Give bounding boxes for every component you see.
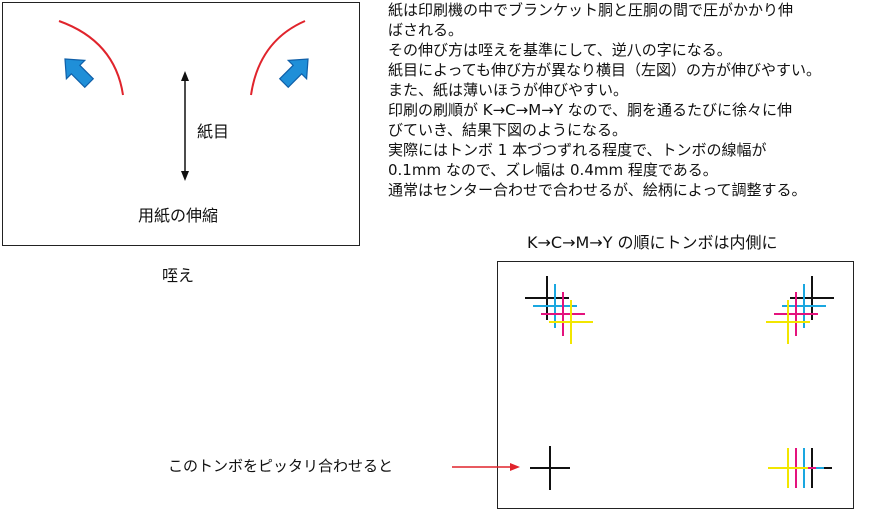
note-line: 実際にはトンボ 1 本づつずれる程度で、トンボの線幅が [388,141,767,159]
arrow-up-left-icon [64,58,95,89]
note-line: その伸び方は咥えを基準にして、逆八の字になる。 [388,41,732,59]
paper-stretch-diagram [2,2,360,246]
stretch-arc-right [250,20,306,96]
note-line: 通常はセンター合わせで合わせるが、絵柄によって調整する。 [388,181,807,199]
stretch-arc-left [58,20,124,96]
note-line: また、紙は薄いほうが伸びやすい。 [388,81,629,99]
grain-double-arrow-icon [181,71,189,181]
gripper-label: 咥え [162,266,195,285]
explanation-notes: 紙は印刷機の中でブランケット胴と圧胴の間で圧がかかり伸 ばされる。 その伸び方は… [388,0,821,200]
register-marks-diagram [497,261,854,509]
align-instruction: このトンボをピッタリ合わせると [168,457,394,475]
grain-label: 紙目 [197,122,230,141]
note-line: びていき、結果下図のようになる。 [388,121,627,139]
arrow-up-right-icon [278,58,309,89]
note-line: ばされる。 [388,21,464,39]
tombo-diagram-title: K→C→M→Y の順にトンボは内側に [527,233,778,252]
note-line: 0.1mm なので、ズレ幅は 0.4mm 程度である。 [388,161,718,179]
note-line: 紙は印刷機の中でブランケット胴と圧胴の間で圧がかかり伸 [388,1,794,19]
note-line: 紙目によっても伸び方が異なり横目（左図）の方が伸びやすい。 [388,61,822,79]
pointer-arrow-icon [452,463,520,471]
stretch-label: 用紙の伸縮 [138,206,219,225]
note-line: 印刷の刷順が K→C→M→Y なので、胴を通るたびに徐々に伸 [388,101,793,119]
